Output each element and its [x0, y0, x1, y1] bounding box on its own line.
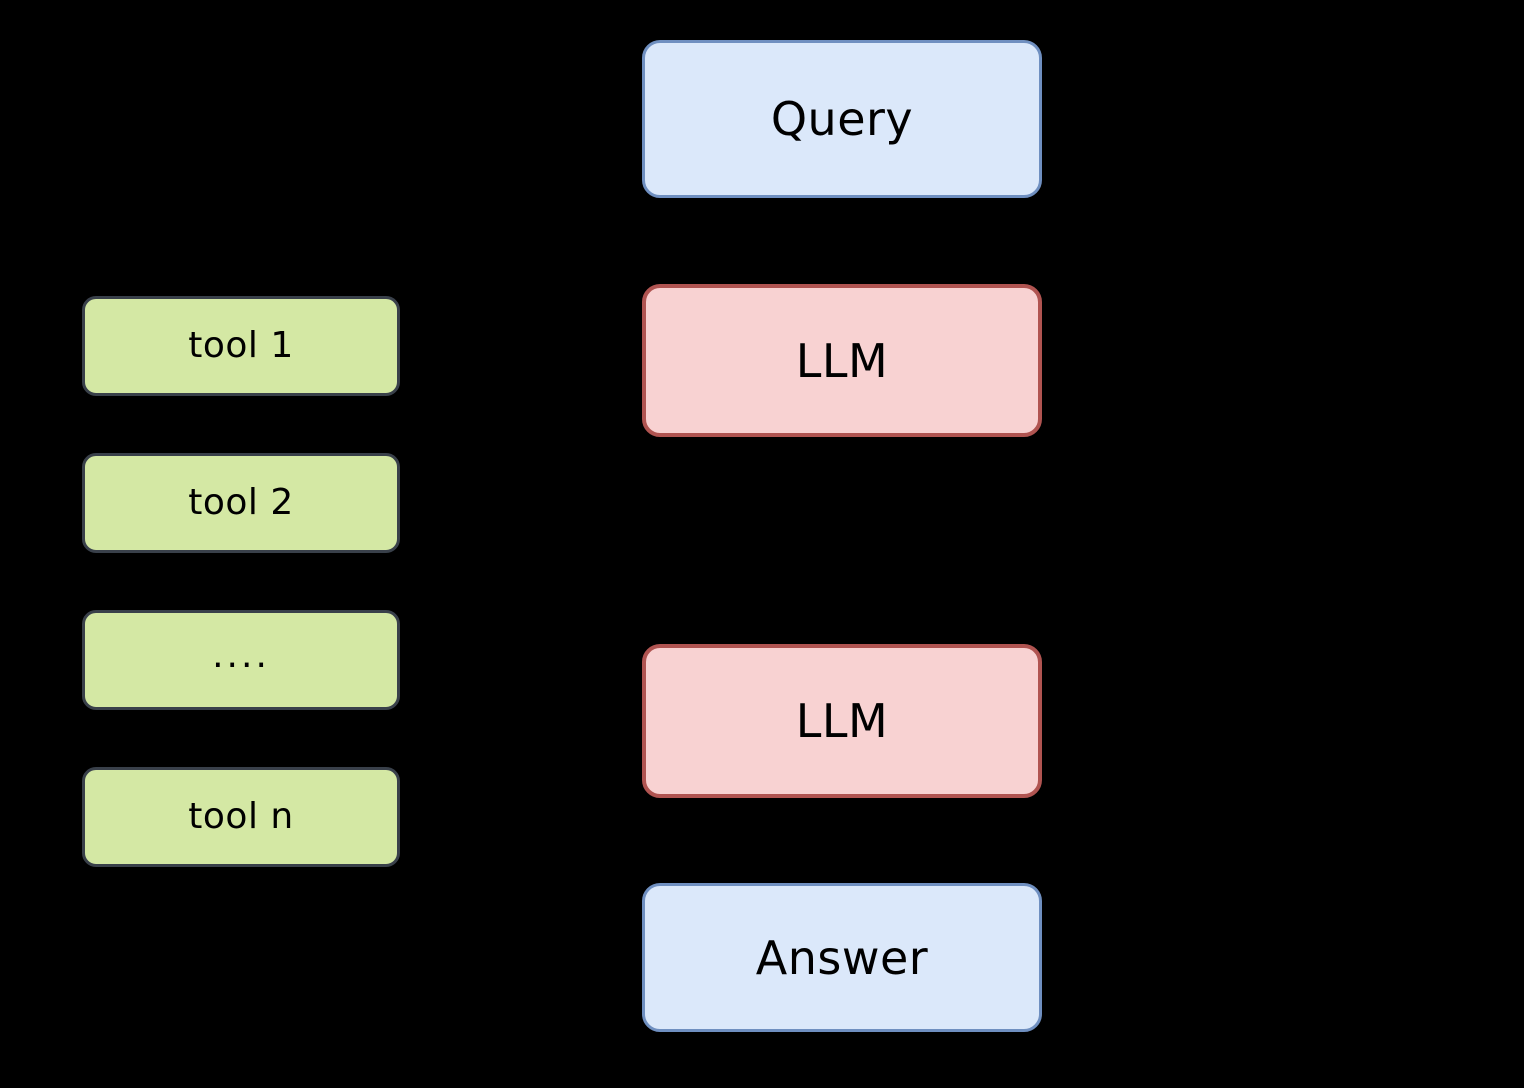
- tool-node-ellipsis[interactable]: ....: [82, 610, 400, 710]
- tool-node-n[interactable]: tool n: [82, 767, 400, 867]
- tool-node-1[interactable]: tool 1: [82, 296, 400, 396]
- tool-node-1-label: tool 1: [188, 325, 294, 366]
- tool-node-n-label: tool n: [188, 796, 294, 837]
- query-node-label: Query: [770, 92, 914, 146]
- llm-node-2[interactable]: LLM: [642, 644, 1042, 798]
- answer-node-label: Answer: [755, 930, 929, 985]
- tool-node-2-label: tool 2: [188, 482, 294, 523]
- query-node[interactable]: Query: [642, 40, 1042, 198]
- llm-node-2-label: LLM: [795, 694, 889, 748]
- llm-node-1[interactable]: LLM: [642, 284, 1042, 437]
- answer-node[interactable]: Answer: [642, 883, 1042, 1032]
- tool-node-ellipsis-label: ....: [212, 635, 270, 676]
- llm-node-1-label: LLM: [795, 333, 889, 388]
- tool-node-2[interactable]: tool 2: [82, 453, 400, 553]
